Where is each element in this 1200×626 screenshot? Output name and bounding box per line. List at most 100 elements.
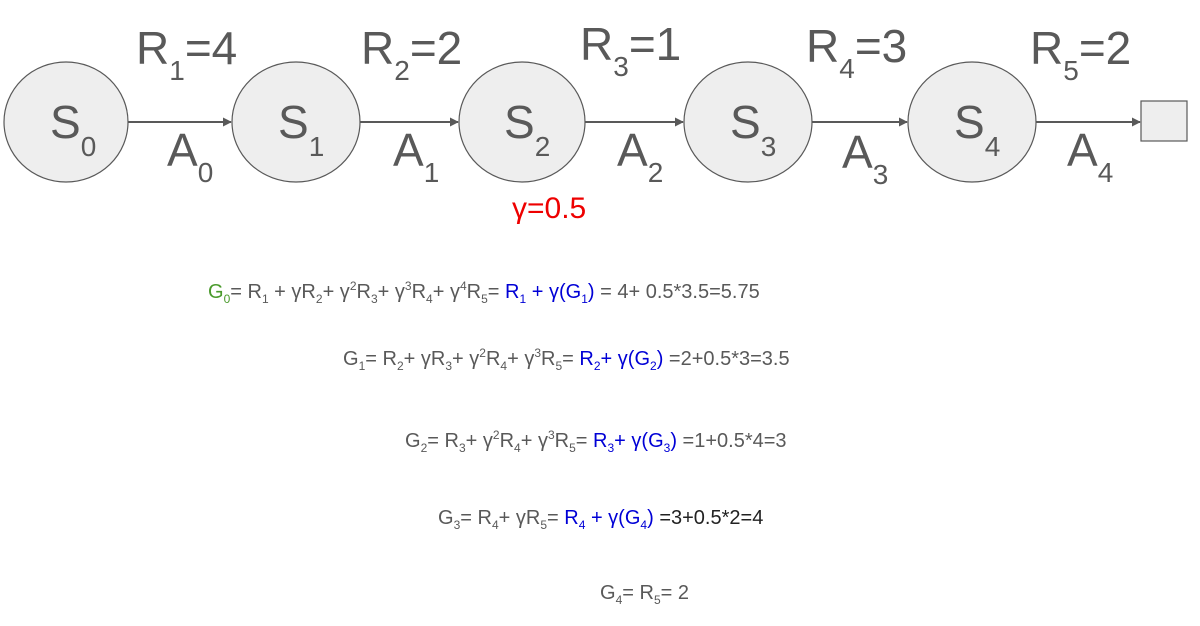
- subscript: 3: [458, 441, 466, 455]
- state-label-s2: S2: [504, 96, 550, 162]
- equation-g4-lhs: G4: [600, 582, 623, 607]
- math-text: =: [547, 507, 565, 529]
- math-text: R: [466, 281, 482, 303]
- equation-g0-result: = 4+ 0.5*3.5=5.75: [594, 281, 760, 303]
- math-text: R: [593, 430, 608, 452]
- superscript: 2: [349, 279, 357, 293]
- math-text: R: [554, 430, 570, 452]
- subscript: 1: [261, 292, 269, 306]
- subscript: 4: [578, 518, 586, 532]
- equation-g0-lhs: G0: [208, 281, 231, 306]
- math-text: R: [499, 430, 515, 452]
- math-text: R: [411, 281, 427, 303]
- math-text: R: [541, 348, 556, 370]
- state-label-s4: S4: [954, 96, 1000, 162]
- equation-g0-recursive: R1 + γ(G1): [505, 281, 595, 306]
- subscript: 5: [653, 593, 661, 607]
- equation-g2: G2= R3+ γ2R4+ γ3R5= R3+ γ(G3) =1+0.5*4=3: [405, 428, 787, 455]
- math-text: + γ(G: [614, 430, 664, 452]
- math-text: =: [487, 281, 506, 303]
- equation-g3-lhs: G3: [438, 507, 461, 532]
- subscript: 4: [500, 359, 508, 373]
- subscript: 4: [426, 292, 433, 306]
- equation-g0: G0= R1 + γR2+ γ2R3+ γ3R4+ γ4R5= R1 + γ(G…: [208, 279, 760, 306]
- subscript: 3: [370, 292, 378, 306]
- subscript: 1: [581, 292, 588, 306]
- math-text: ): [647, 507, 654, 529]
- subscript: 5: [540, 518, 547, 532]
- equation-g2-lhs: G2: [405, 430, 428, 455]
- subscript: 4: [491, 518, 499, 532]
- subscript: 3: [663, 441, 671, 455]
- superscript: 3: [404, 279, 412, 293]
- state-label-s3: S3: [730, 96, 776, 162]
- math-text: + γ: [322, 281, 350, 303]
- mdp-chain-diagram: S0 S1 S2 S3 S4 R1=4 R2=2 R3=1 R4=3 R5=2: [3, 18, 1188, 225]
- action-label-a1: A1: [393, 124, 439, 188]
- subscript: 3: [607, 441, 615, 455]
- superscript: 2: [492, 428, 500, 442]
- equation-g1-result: =2+0.5*3=3.5: [663, 348, 790, 370]
- math-text: + γ(G: [585, 507, 641, 529]
- equation-g2-sum: = R3+ γ2R4+ γ3R5=: [427, 428, 594, 455]
- equation-g2-result: =1+0.5*4=3: [676, 430, 787, 452]
- math-text: R: [564, 507, 579, 529]
- math-text: + γR: [268, 281, 316, 303]
- math-text: + γR: [403, 348, 446, 370]
- equation-g4: G4= R5= 2: [600, 581, 689, 607]
- subscript: 2: [315, 292, 323, 306]
- math-text: ): [656, 348, 664, 370]
- superscript: 2: [479, 346, 486, 360]
- math-text: + γ: [520, 430, 548, 452]
- superscript: 3: [534, 346, 542, 360]
- subscript: 2: [650, 359, 657, 373]
- state-label-s1: S1: [278, 96, 324, 162]
- math-text: =: [562, 348, 580, 370]
- subscript: 5: [555, 359, 563, 373]
- equation-g3-result: =3+0.5*2=4: [653, 507, 764, 529]
- equation-g3-recursive: R4 + γ(G4): [564, 507, 654, 532]
- math-text: =: [575, 430, 594, 452]
- equation-g3-sum: = R4+ γR5=: [460, 507, 565, 532]
- math-text: ): [587, 281, 595, 303]
- equation-g1: G1= R2+ γR3+ γ2R4+ γ3R5= R2+ γ(G2) =2+0.…: [343, 346, 790, 373]
- math-text: = R: [622, 582, 654, 604]
- action-label-a2: A2: [617, 124, 663, 188]
- math-text: + γ: [377, 281, 405, 303]
- math-text: + γR: [498, 507, 541, 529]
- subscript: 2: [396, 359, 404, 373]
- reward-label-r1: R1=4: [136, 22, 237, 86]
- superscript: 4: [459, 279, 467, 293]
- math-text: + γ(G: [600, 348, 650, 370]
- math-text: + γ: [465, 430, 493, 452]
- superscript: 3: [547, 428, 555, 442]
- equation-g3: G3= R4+ γR5= R4 + γ(G4) =3+0.5*2=4: [438, 506, 764, 532]
- equation-g2-recursive: R3+ γ(G3): [593, 430, 677, 455]
- math-text: = 2: [660, 582, 689, 604]
- equation-g0-sum: = R1 + γR2+ γ2R3+ γ3R4+ γ4R5=: [230, 279, 506, 306]
- subscript: 4: [514, 441, 521, 455]
- action-label-a3: A3: [842, 126, 888, 190]
- reward-label-r2: R2=2: [361, 22, 462, 86]
- equation-g1-sum: = R2+ γR3+ γ2R4+ γ3R5=: [365, 346, 580, 373]
- math-text: + γ: [507, 348, 535, 370]
- terminal-state-box: [1140, 100, 1188, 142]
- subscript: 2: [593, 359, 601, 373]
- action-label-a4: A4: [1067, 124, 1113, 188]
- math-text: = R: [460, 507, 492, 529]
- equation-g1-lhs: G1: [343, 348, 366, 373]
- math-text: R: [579, 348, 594, 370]
- math-text: = R: [230, 281, 262, 303]
- math-text: + γ: [432, 281, 460, 303]
- gamma-label: γ=0.5: [512, 192, 586, 225]
- subscript: 4: [640, 518, 648, 532]
- math-text: R: [485, 348, 501, 370]
- reward-label-r3: R3=1: [580, 18, 681, 82]
- math-text: + γ: [452, 348, 480, 370]
- state-label-s0: S0: [50, 96, 96, 162]
- math-text: + γ(G: [526, 281, 582, 303]
- subscript: 5: [481, 292, 488, 306]
- equation-g1-recursive: R2+ γ(G2): [579, 348, 664, 373]
- math-text: R: [356, 281, 371, 303]
- action-label-a0: A0: [167, 124, 213, 188]
